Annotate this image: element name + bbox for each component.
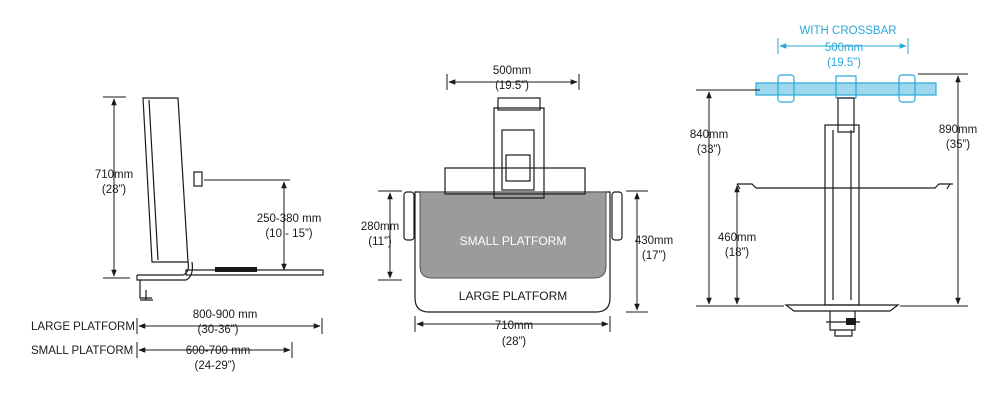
side-height-in: (28”)	[102, 184, 126, 196]
top-width-in: (19.5”)	[495, 80, 529, 92]
side-height-mm: 710mm	[95, 169, 133, 181]
side-range-in: (10 - 15”)	[265, 228, 312, 240]
top-bottom-width-mm: 710mm	[495, 320, 533, 332]
front-keyboard-platform	[736, 183, 953, 190]
front-column	[824, 124, 860, 306]
side-large-depth-mm: 800-900 mm	[193, 309, 258, 321]
front-left-height-mm: 840mm	[690, 129, 728, 141]
side-small-depth-in: (24-29”)	[195, 360, 236, 372]
side-keyboard-block	[215, 267, 257, 272]
side-base	[136, 261, 193, 281]
top-right-height-in: (17”)	[642, 250, 666, 262]
small-platform-shape	[419, 191, 607, 279]
top-right-end-cap	[611, 191, 623, 241]
side-range-mm: 250-380 mm	[257, 213, 322, 225]
top-column	[493, 107, 545, 199]
crossbar-width-mm: 500mm	[825, 42, 863, 54]
front-right-height-in: (35”)	[946, 139, 970, 151]
large-platform-label: LARGE PLATFORM	[459, 289, 567, 303]
front-left-height-in: (33”)	[697, 144, 721, 156]
side-view-drawing	[136, 97, 324, 301]
side-small-depth-mm: 600-700 mm	[186, 345, 251, 357]
top-left-height-mm: 280mm	[361, 221, 399, 233]
front-platform-height-in: (18”)	[725, 247, 749, 259]
front-view: WITH CROSSBAR 500mm (19.5”) 840mm (33”) …	[690, 25, 977, 337]
large-platform-outline	[414, 191, 611, 313]
top-bottom-width-in: (28”)	[502, 336, 526, 348]
top-width-mm: 500mm	[493, 65, 531, 77]
small-platform-label: SMALL PLATFORM	[460, 234, 567, 248]
side-small-platform-label: SMALL PLATFORM	[31, 345, 133, 357]
side-adjust-knob	[193, 171, 203, 187]
front-right-height-mm: 890mm	[939, 124, 977, 136]
front-crossbar	[755, 74, 937, 103]
front-view-drawing	[736, 97, 953, 337]
side-view: 710mm (28”) 250-380 mm (10 - 15”) LARGE …	[31, 96, 324, 372]
front-base-platform	[784, 304, 900, 312]
side-large-platform-label: LARGE PLATFORM	[31, 321, 135, 333]
top-view-drawing	[403, 97, 623, 313]
top-left-height-in: (11”)	[368, 236, 392, 248]
top-view: 500mm (19.5”) 280mm (11”) 430mm (17”) SM…	[361, 65, 673, 348]
front-platform-height-mm: 460mm	[718, 232, 756, 244]
crossbar-label: WITH CROSSBAR	[799, 25, 896, 37]
side-clamp	[139, 280, 153, 301]
top-right-height-mm: 430mm	[635, 235, 673, 247]
crossbar-width-in: (19.5”)	[827, 57, 861, 69]
top-back-ledge	[444, 167, 586, 195]
side-large-depth-in: (30-36”)	[198, 324, 239, 336]
top-left-end-cap	[403, 191, 415, 241]
